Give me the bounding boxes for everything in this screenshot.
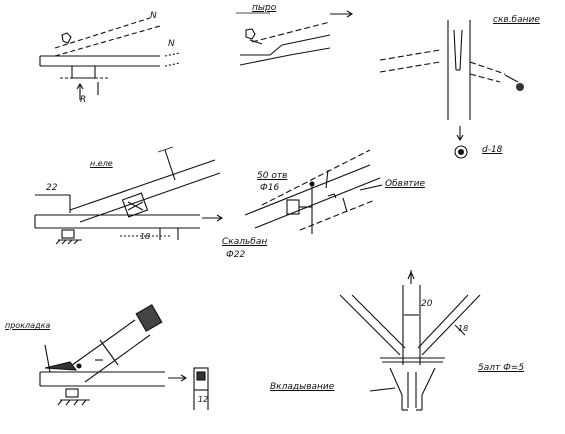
joint-sketch-middle-center	[244, 149, 383, 234]
label-bottom-dim-12: 12	[198, 395, 209, 404]
joint-sketch-bottom-right	[339, 270, 481, 411]
label-dim-22: 22	[46, 183, 58, 193]
label-obvyazka: Обвятие	[385, 179, 425, 189]
label-middle-bolt-diameter: Ф16	[260, 183, 280, 193]
label-skolzh-diameter: Ф22	[226, 250, 246, 260]
joint-sketch-top-right	[379, 20, 524, 159]
label-top-right-title: скв.бание	[493, 15, 540, 25]
joint-sketch-bottom-left	[39, 304, 209, 410]
label-top-middle-title: пыро	[252, 3, 277, 13]
label-bottom-right-dim-18: 18	[458, 324, 469, 333]
label-top-left-r: R	[80, 95, 87, 105]
label-middle-left-title: н.еле	[90, 159, 113, 168]
joint-sketch-top-middle	[236, 10, 354, 66]
label-bottom-right-dim-20: 20	[421, 299, 433, 309]
label-top-left-n2: N	[168, 39, 175, 49]
label-bottom-right-bolt: 5алт Ф=5	[478, 363, 525, 373]
joint-sketch-top-left	[39, 17, 181, 100]
label-bottom-right-title: Вкладывание	[270, 382, 335, 392]
label-top-left-n: N	[150, 11, 157, 21]
label-dim-18: 18	[140, 232, 151, 241]
label-bolt-d18: d-18	[482, 145, 503, 155]
label-middle-bolt: 50 отв	[257, 171, 288, 181]
joint-sketch-middle-left	[34, 146, 224, 245]
label-skolzh: Скальбан	[222, 237, 268, 247]
label-bottom-left: прокладка	[5, 321, 51, 330]
